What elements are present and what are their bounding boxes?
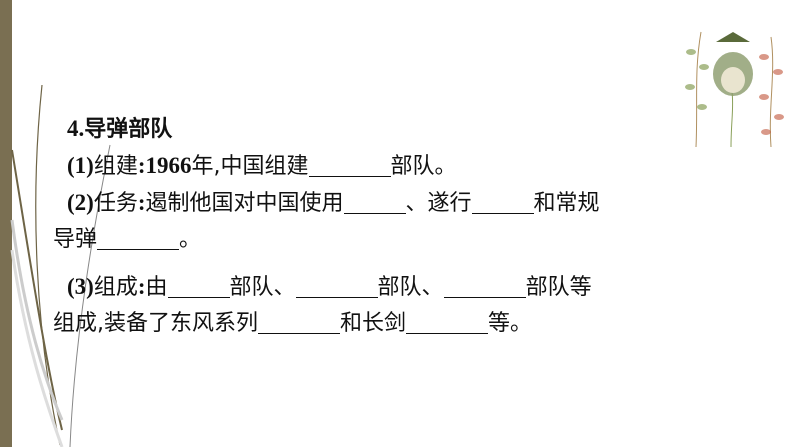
fill-blank[interactable]	[471, 187, 534, 214]
fill-blank[interactable]	[308, 150, 391, 177]
fill-blank[interactable]	[167, 271, 230, 298]
item-3-cont: 组成,装备了东风系列和长剑等。	[53, 305, 733, 342]
item-1: (1)组建:1966年,中国组建部队。	[53, 147, 733, 184]
item-2-cont: 导弹。	[53, 221, 733, 258]
item-2: (2)任务:遏制他国对中国使用、遂行和常规	[53, 184, 733, 221]
totoro-plant-illustration	[685, 31, 784, 148]
left-accent-bar	[0, 0, 12, 447]
fill-blank[interactable]	[443, 271, 526, 298]
fill-blank[interactable]	[97, 223, 180, 250]
section-heading: 4.导弹部队	[67, 116, 173, 142]
fill-blank[interactable]	[406, 307, 489, 334]
slide-content: 4.导弹部队 (1)组建:1966年,中国组建部队。 (2)任务:遏制他国对中国…	[53, 110, 733, 342]
decorative-curves	[10, 84, 111, 447]
fill-blank[interactable]	[258, 307, 340, 334]
fill-blank[interactable]	[343, 187, 406, 214]
fill-blank[interactable]	[295, 271, 378, 298]
item-3: (3)组成:由部队、部队、部队等	[53, 268, 733, 305]
